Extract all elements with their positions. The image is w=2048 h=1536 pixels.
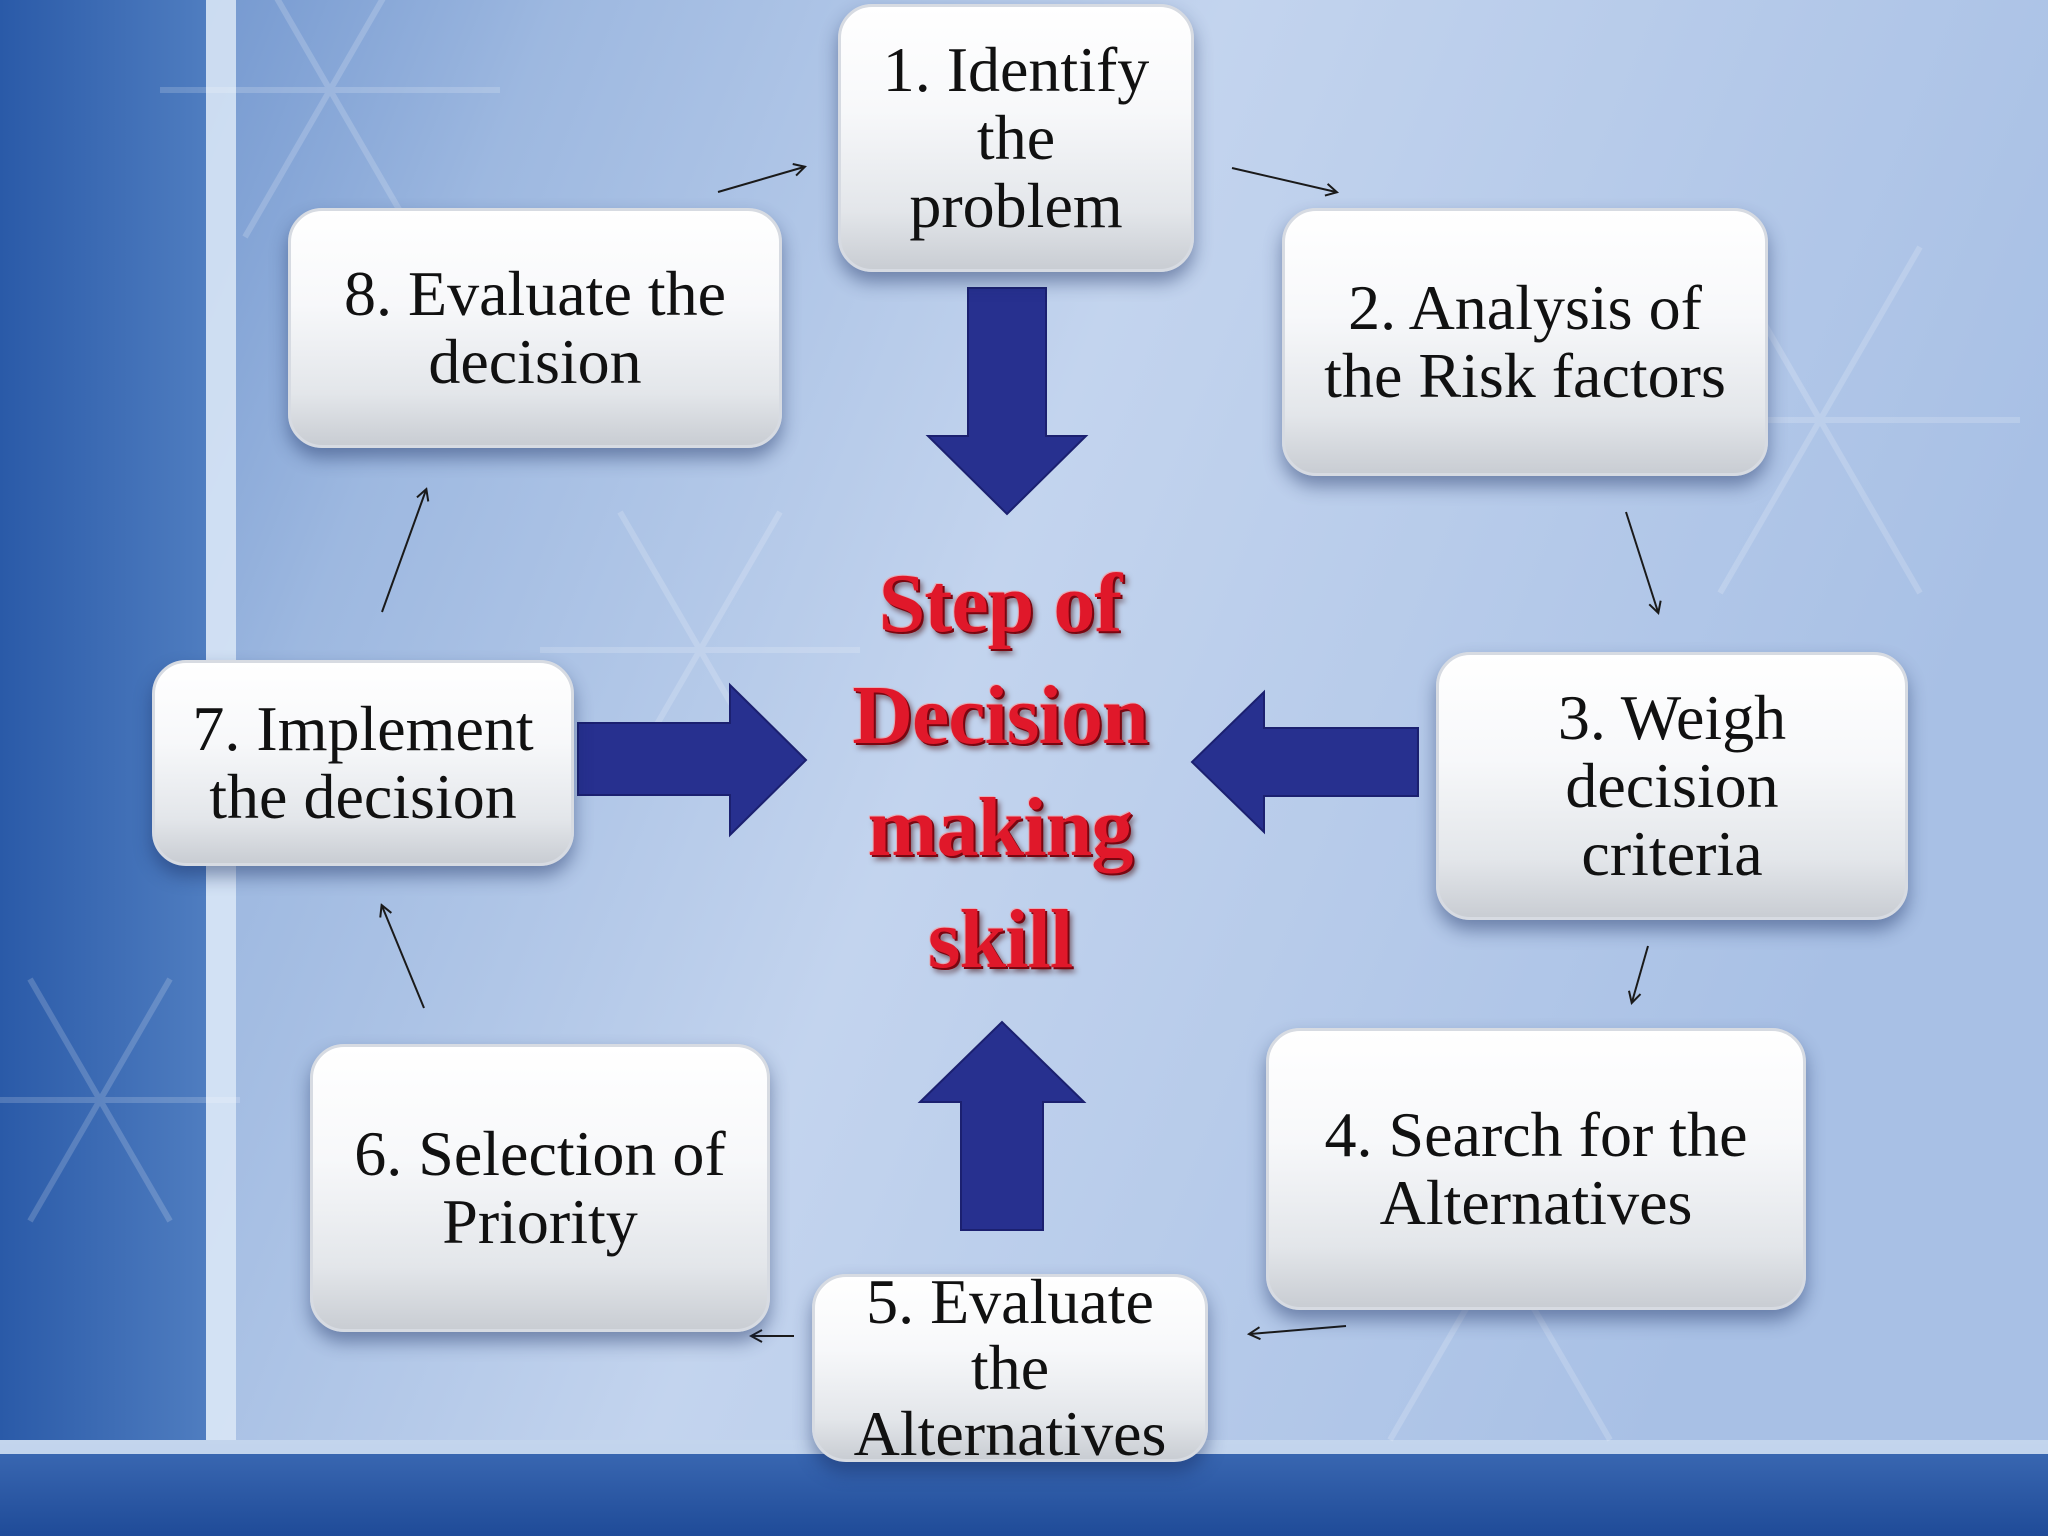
step-box-5-evaluate-alternatives: 5. Evaluate the Alternatives <box>812 1269 1208 1467</box>
step-label: 6. Selection of Priority <box>354 1118 726 1257</box>
step-label: 1. Identify the problem <box>882 34 1150 241</box>
step-box-6-selection-priority: 6. Selection of Priority <box>310 1044 770 1332</box>
step-label: 5. Evaluate the Alternatives <box>853 1266 1167 1469</box>
step-label: 7. Implement the decision <box>192 693 534 832</box>
step-box-4-search-alternatives: 4. Search for the Alternatives <box>1266 1028 1806 1310</box>
step-label: 3. Weigh decision criteria <box>1557 682 1787 889</box>
step-box-7-implement-decision: 7. Implement the decision <box>152 660 574 866</box>
step-box-1-identify-problem: 1. Identify the problem <box>838 4 1194 272</box>
step-box-2-analysis-risk-factors: 2. Analysis of the Risk factors <box>1282 208 1768 476</box>
step-label: 4. Search for the Alternatives <box>1324 1099 1748 1238</box>
step-box-3-weigh-criteria: 3. Weigh decision criteria <box>1436 652 1908 920</box>
step-label: 2. Analysis of the Risk factors <box>1324 272 1726 411</box>
step-label: 8. Evaluate the decision <box>343 258 727 397</box>
step-box-8-evaluate-decision: 8. Evaluate the decision <box>288 208 782 448</box>
diagram-center-title: Step of Decision making skill <box>852 557 1148 986</box>
